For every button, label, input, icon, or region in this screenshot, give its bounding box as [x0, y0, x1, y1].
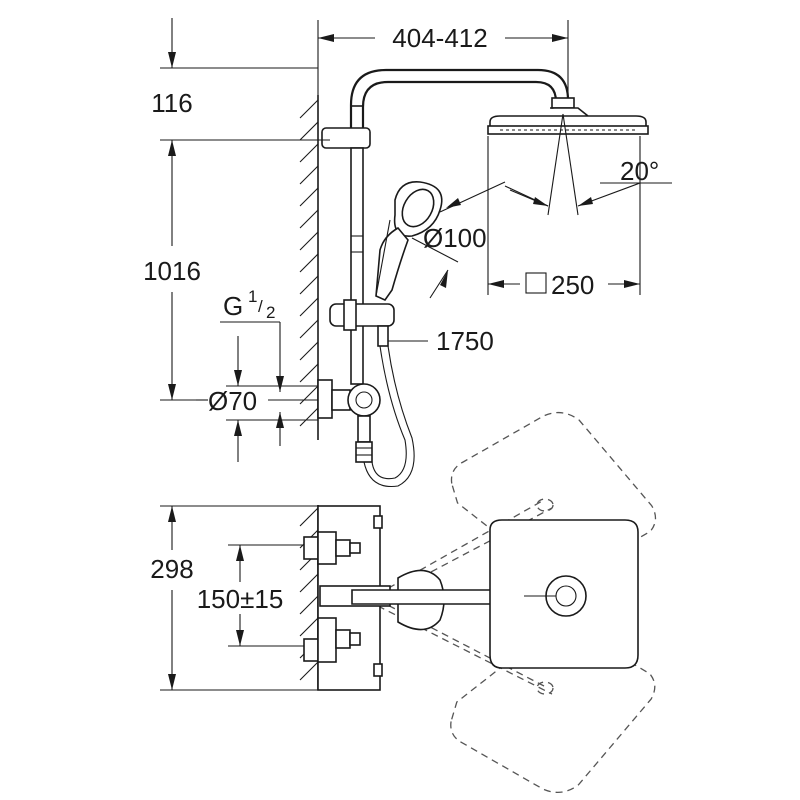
dim-inlet-spacing: 150±15	[197, 544, 304, 647]
label-handshower-diameter: Ø100	[423, 223, 487, 253]
side-view: 404-412 116 1016 G 1 / 2	[143, 18, 672, 488]
handshower-holder	[329, 299, 395, 347]
dim-top-offset: 116	[151, 18, 330, 141]
hand-shower	[375, 181, 443, 301]
label-thread-den: 2	[266, 303, 275, 322]
riser-rail	[321, 127, 371, 385]
label-inlet-diameter: Ø70	[208, 386, 257, 416]
inlet-top	[303, 531, 361, 565]
dim-hose-length: 1750	[388, 326, 494, 356]
label-inlet-spacing: 150±15	[197, 584, 284, 614]
top-wall-hatch	[299, 505, 319, 690]
dim-inlet-diameter: Ø70	[196, 336, 318, 462]
label-riser-height: 1016	[143, 256, 201, 286]
dim-arm-length: 404-412	[317, 20, 569, 98]
label-hose-length: 1750	[436, 326, 494, 356]
dim-head-angle: 20°	[600, 156, 672, 186]
wall-hatch	[299, 95, 319, 440]
dim-thread: G 1 / 2	[220, 287, 284, 392]
label-depth: 298	[150, 554, 193, 584]
wall-elbow	[317, 379, 381, 463]
inlet-bottom	[303, 617, 361, 663]
label-head-angle: 20°	[620, 156, 659, 186]
label-head-size: 250	[551, 270, 594, 300]
dim-riser-height: 1016	[143, 140, 201, 401]
label-thread-slash: /	[258, 297, 263, 316]
label-thread-base: G	[223, 291, 243, 321]
label-arm-length: 404-412	[392, 23, 487, 53]
shower-arm	[349, 68, 570, 130]
label-thread-num: 1	[248, 287, 257, 306]
top-shower-head	[489, 519, 639, 669]
hose	[363, 345, 415, 488]
dim-handshower-diameter: Ø100	[411, 181, 506, 299]
square-symbol-icon	[525, 272, 547, 294]
label-top-offset: 116	[151, 88, 192, 118]
dim-depth: 298	[150, 505, 318, 691]
shower-head	[487, 97, 649, 295]
top-view: 298 150±15	[150, 411, 657, 794]
dim-head-size: 250	[488, 270, 640, 300]
